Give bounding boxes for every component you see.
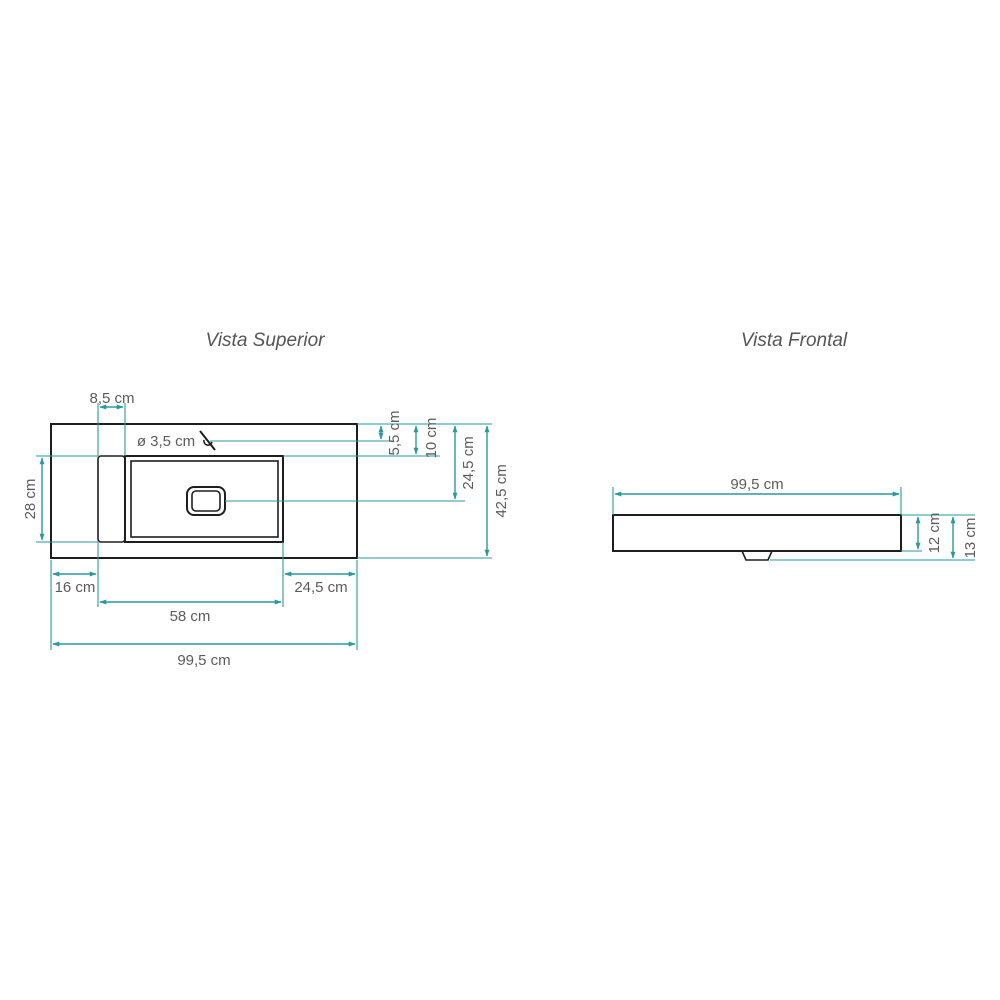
label-faucet-offset: 5,5 cm	[386, 410, 403, 455]
top-view: 99,5 cm 58 cm 16 cm 24,5 cm 8,5 cm ø 3,5…	[22, 390, 510, 669]
faucet-hole-icon	[199, 430, 216, 451]
label-right-margin: 24,5 cm	[294, 579, 347, 596]
label-basin-depth: 28 cm	[22, 479, 39, 520]
shelf-outline	[97, 455, 126, 543]
label-top-depth: 42,5 cm	[493, 464, 510, 517]
label-front-height-inner: 12 cm	[926, 513, 943, 554]
front-view-title: Vista Frontal	[741, 330, 848, 351]
countertop-outline	[50, 423, 358, 559]
label-basin-length: 58 cm	[170, 608, 211, 625]
label-shelf-width: 8,5 cm	[89, 390, 134, 407]
drain-inner	[191, 490, 221, 512]
label-faucet-hole: ø 3,5 cm	[137, 433, 195, 450]
top-view-title: Vista Superior	[206, 330, 326, 351]
label-back-offset: 10 cm	[423, 418, 440, 459]
drain-outlet-outline	[741, 550, 773, 561]
label-front-width: 99,5 cm	[730, 476, 783, 493]
label-left-margin: 16 cm	[55, 579, 96, 596]
front-view: 99,5 cm 12 cm 13 cm	[612, 476, 979, 561]
label-top-width: 99,5 cm	[177, 652, 230, 669]
label-front-height-outer: 13 cm	[962, 518, 979, 559]
label-drain-offset: 24,5 cm	[460, 436, 477, 489]
basin-outline	[124, 455, 284, 543]
basin-inner-outline	[130, 460, 279, 538]
front-outline	[612, 514, 902, 552]
